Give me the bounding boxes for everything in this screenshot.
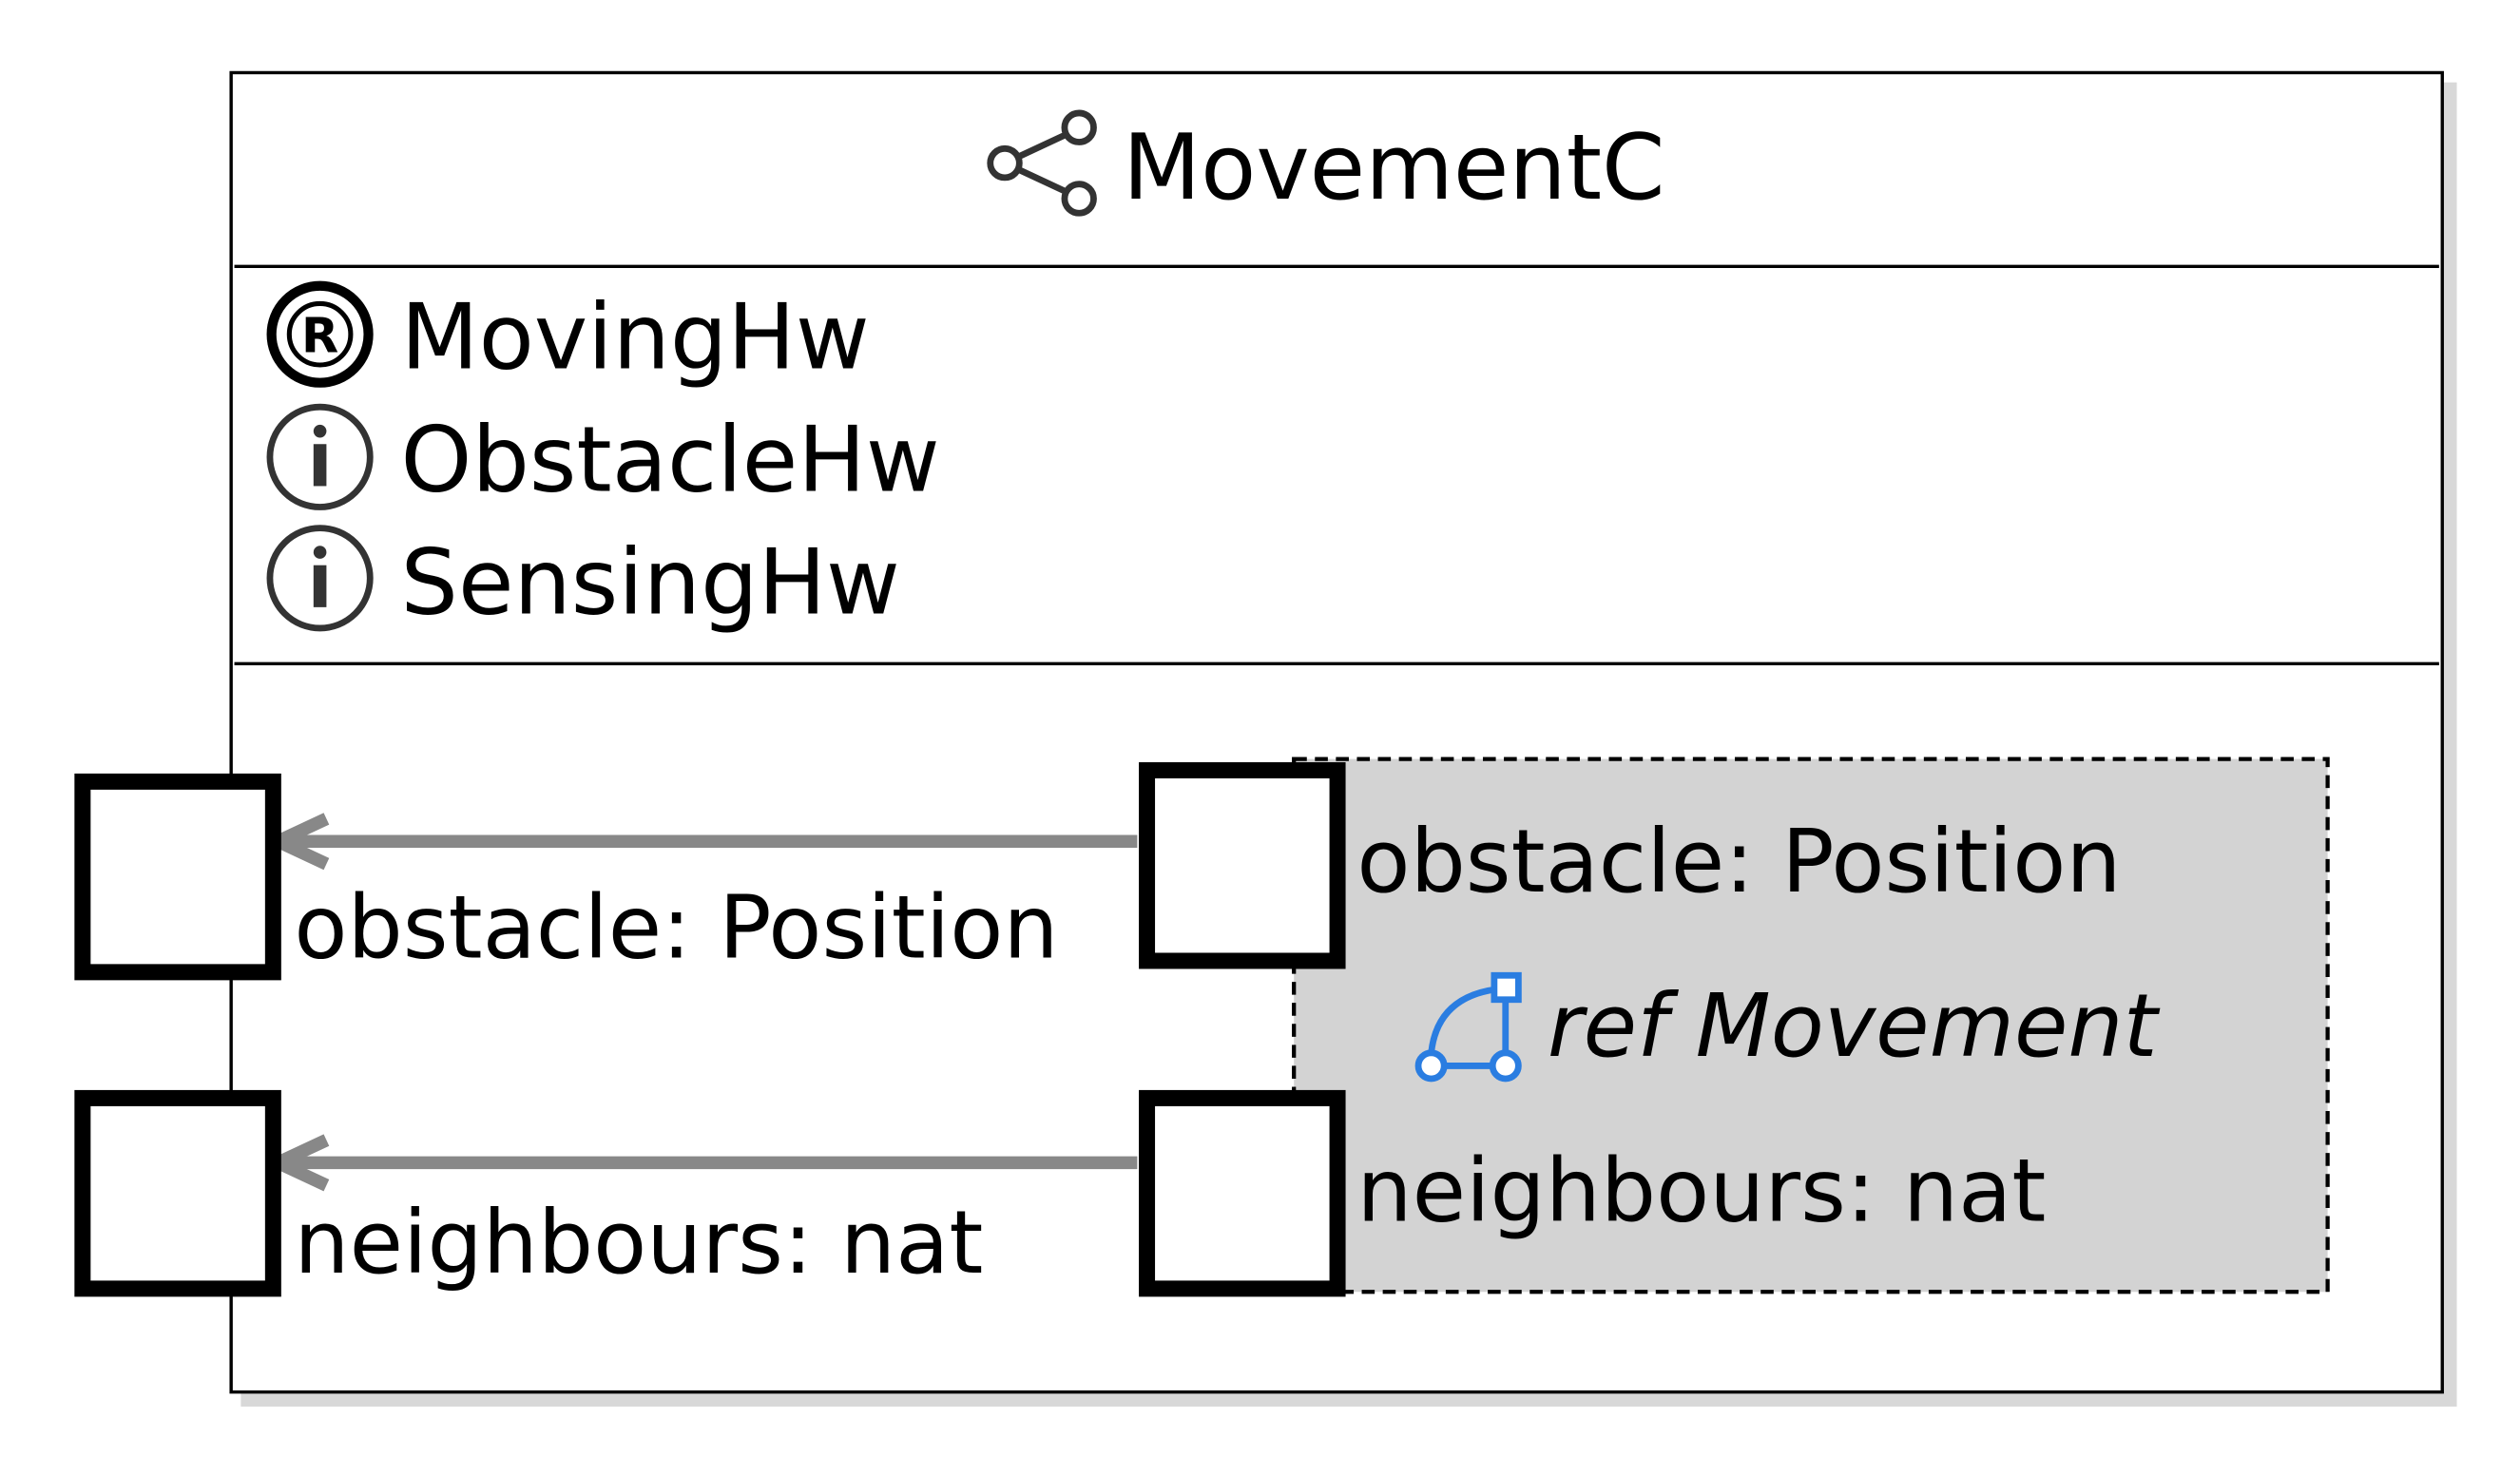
info-i-icon — [266, 403, 374, 510]
info-i-icon — [266, 525, 374, 632]
interface-item-sensing[interactable]: SensingHw — [266, 525, 900, 636]
outer-port-obstacle[interactable] — [74, 773, 281, 981]
interface-item-obstacle[interactable]: ObstacleHw — [266, 403, 940, 513]
interface-label: MovingHw — [401, 285, 870, 390]
ref-port-label: neighbours: nat — [1356, 1141, 2046, 1242]
outer-port-label: obstacle: Position — [294, 877, 1058, 979]
interface-label: SensingHw — [401, 531, 900, 636]
ref-label: ref Movement — [1548, 975, 2161, 1077]
component-share-icon — [987, 109, 1097, 217]
ref-port-obstacle[interactable] — [1139, 761, 1346, 969]
required-r-icon: R — [266, 280, 374, 388]
ref-port-label: obstacle: Position — [1356, 811, 2121, 912]
ref-part-movement[interactable]: ref Movement obstacle: Position neighbou… — [1292, 757, 2330, 1294]
reference-graph-icon — [1414, 971, 1522, 1083]
outer-port-neighbours[interactable] — [74, 1089, 281, 1297]
interface-label: ObstacleHw — [401, 409, 940, 513]
svg-text:R: R — [301, 308, 338, 364]
ref-port-neighbours[interactable] — [1139, 1089, 1346, 1297]
outer-port-label: neighbours: nat — [294, 1192, 983, 1294]
block-title: MovementC — [1123, 116, 1664, 220]
interface-item-moving[interactable]: R MovingHw — [266, 280, 870, 390]
